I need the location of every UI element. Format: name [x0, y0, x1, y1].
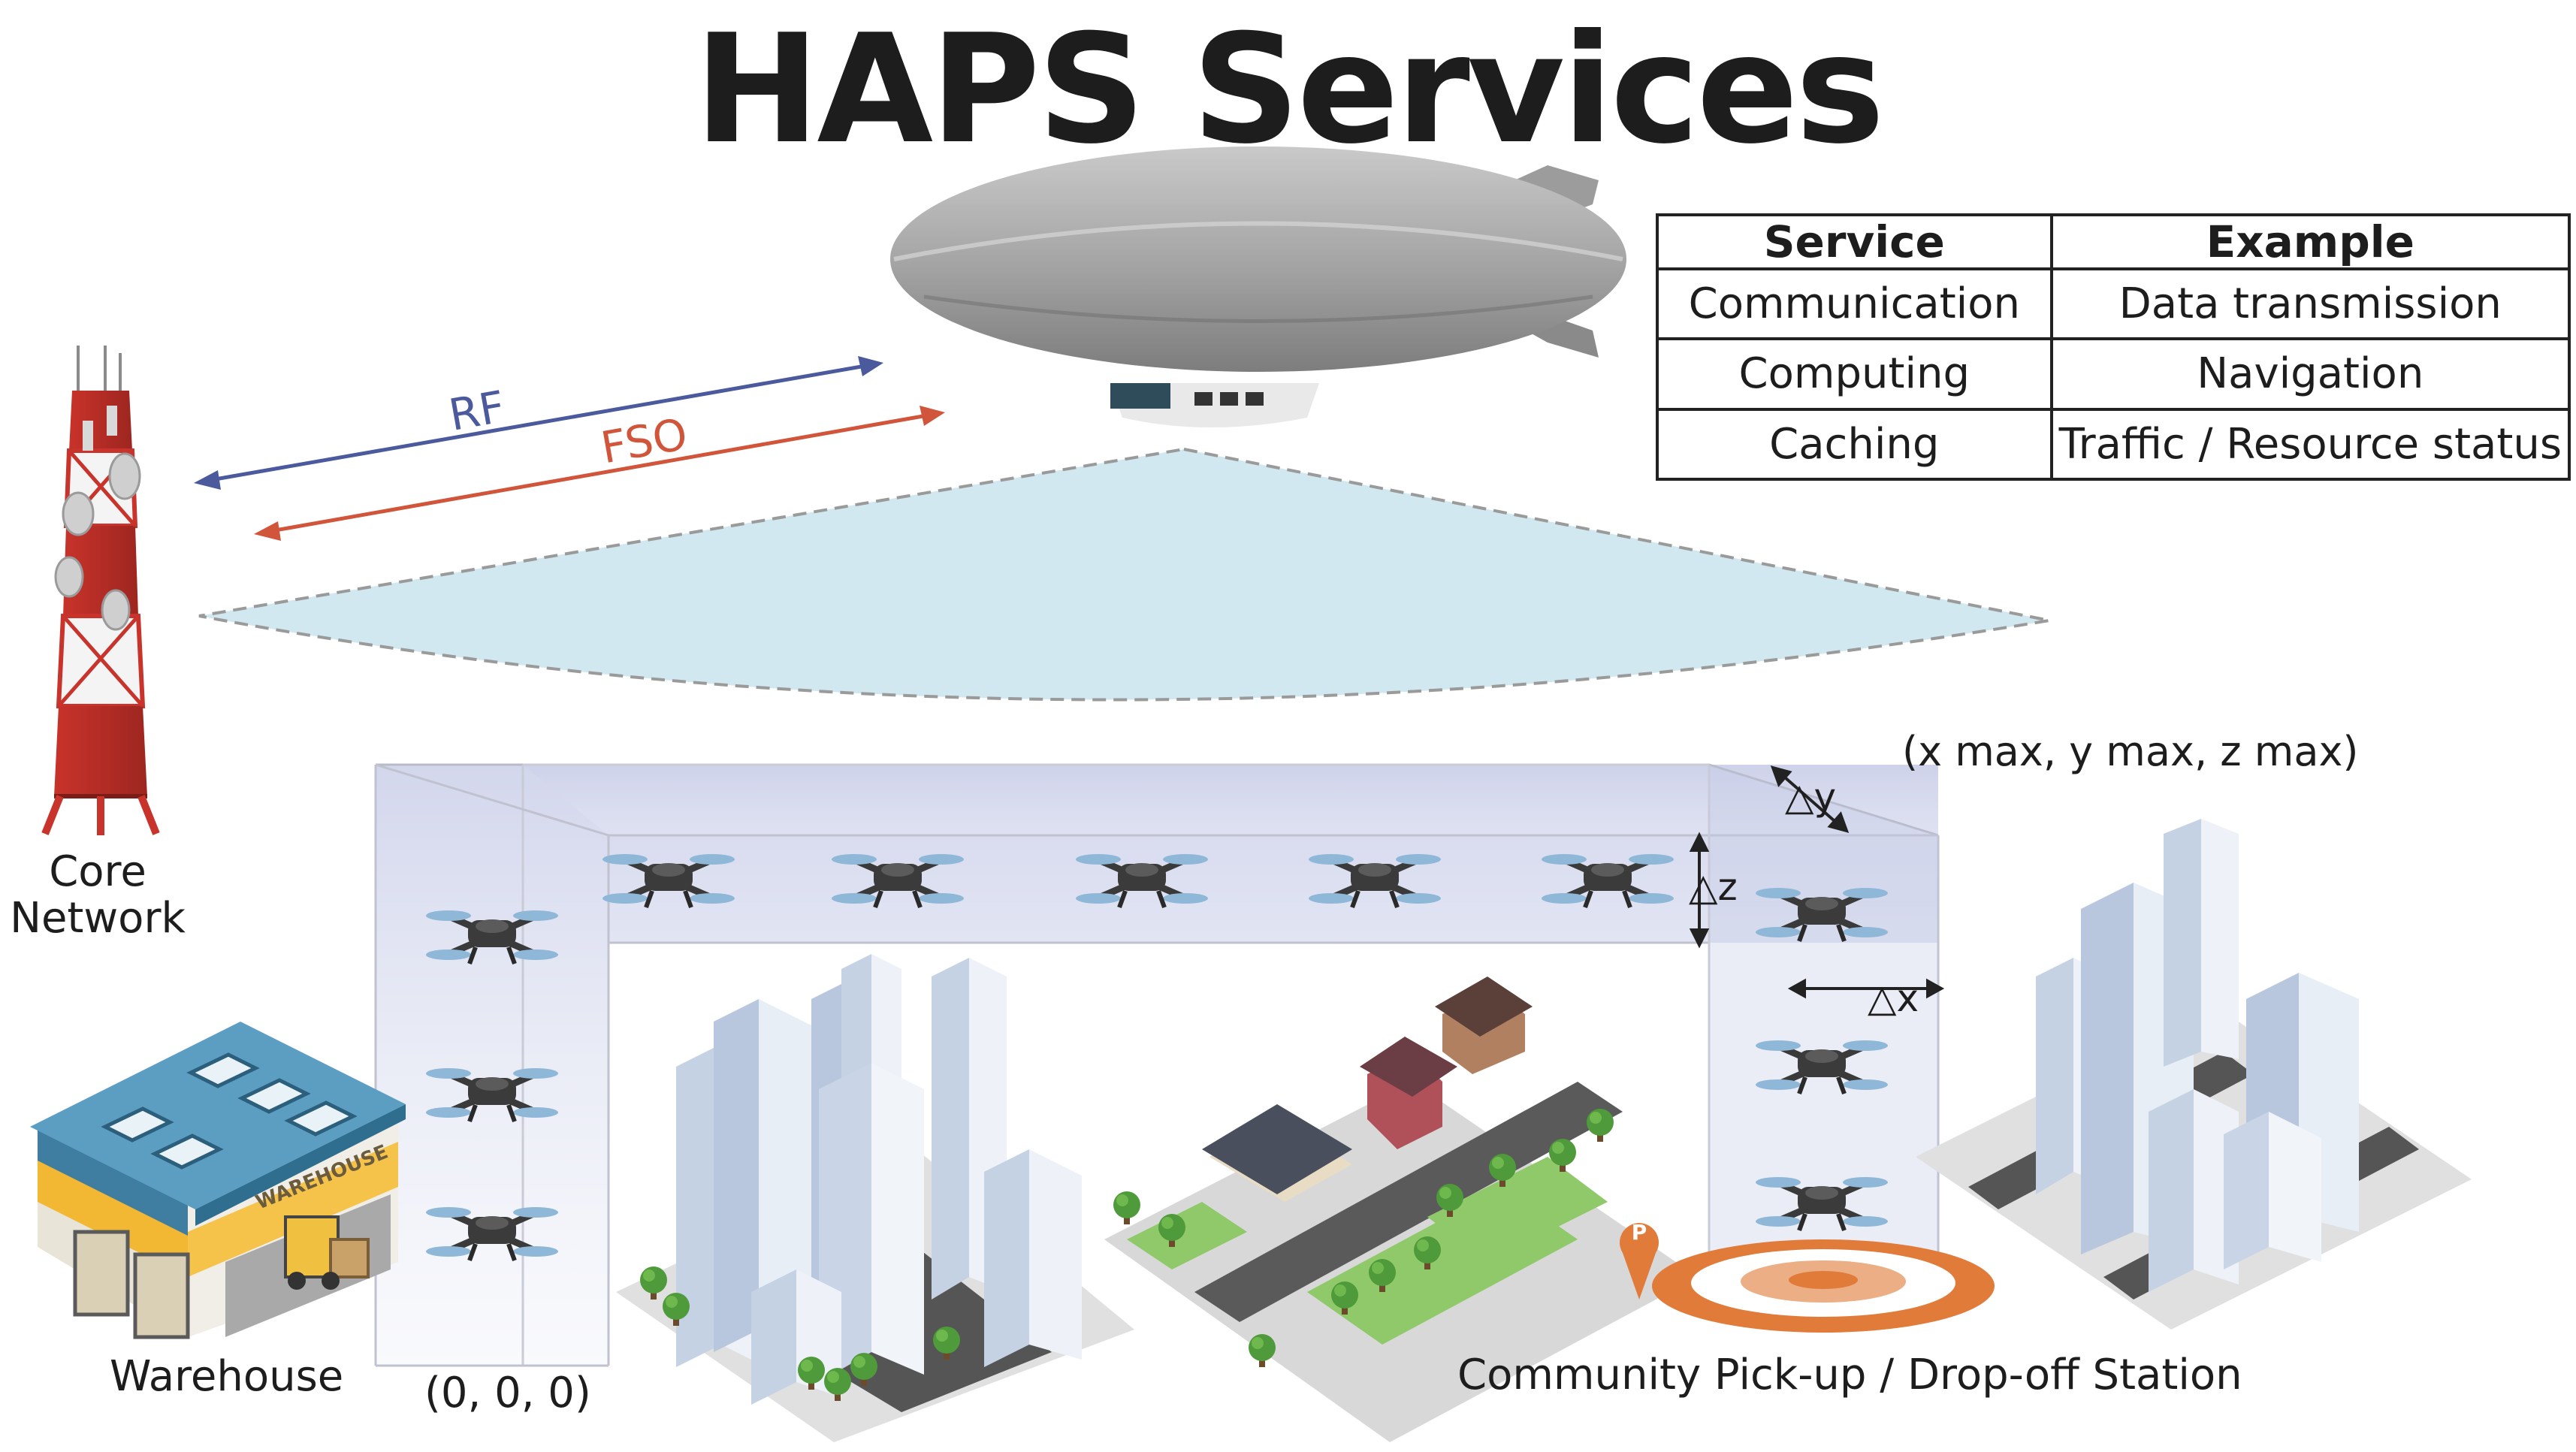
service-cell: Communication	[1656, 267, 2053, 341]
service-cell: Computing	[1656, 337, 2053, 411]
header-service: Service	[1656, 213, 2053, 270]
station-label: Community Pick-up / Drop-off Station	[1457, 1351, 2242, 1399]
header-example: Example	[2049, 213, 2571, 270]
table-row: Communication Data transmission	[1656, 267, 2571, 341]
warehouse-label: Warehouse	[110, 1352, 344, 1401]
haps-airship-icon	[890, 146, 1626, 427]
example-cell: Traffic / Resource status	[2049, 407, 2571, 481]
house-icon	[1202, 977, 1533, 1202]
haps-coverage-area	[198, 447, 2050, 702]
pin-label: P	[1632, 1220, 1647, 1245]
service-cell: Caching	[1656, 407, 2053, 481]
delta-y-label: △y	[1785, 775, 1837, 819]
table-row: Caching Traffic / Resource status	[1656, 407, 2571, 481]
residential-block	[1104, 977, 1698, 1442]
location-pin-icon: P	[1620, 1220, 1659, 1300]
rf-link-arrow	[194, 356, 883, 490]
example-cell: Data transmission	[2049, 267, 2571, 341]
delta-z-label: △z	[1689, 865, 1738, 909]
table-row: Computing Navigation	[1656, 337, 2571, 411]
max-coordinate-label: (x max, y max, z max)	[1902, 728, 2359, 775]
cell-tower-icon	[41, 346, 160, 835]
services-table: Service Example Communication Data trans…	[1656, 213, 2571, 481]
core-network-label: Core Network	[0, 849, 195, 942]
building-icon	[2036, 819, 2359, 1292]
fso-link-arrow	[254, 406, 945, 541]
origin-label: (0, 0, 0)	[424, 1369, 591, 1417]
core-network-line1: Core	[49, 847, 146, 896]
warehouse-icon: WAREHOUSE	[30, 1022, 406, 1339]
drone-corridor	[374, 763, 1940, 1367]
delta-x-label: △x	[1868, 977, 1919, 1020]
example-cell: Navigation	[2049, 337, 2571, 411]
table-header-row: Service Example	[1656, 213, 2571, 270]
building-icon	[676, 954, 1082, 1405]
rf-label: RF	[445, 381, 509, 441]
dimension-markers	[1689, 765, 1945, 999]
core-network-line2: Network	[10, 894, 186, 943]
page-title: HAPS Services	[694, 2, 1885, 177]
city-block-right	[1916, 819, 2472, 1330]
landing-pad-icon	[1652, 1239, 1995, 1333]
city-block-left	[616, 954, 1134, 1442]
